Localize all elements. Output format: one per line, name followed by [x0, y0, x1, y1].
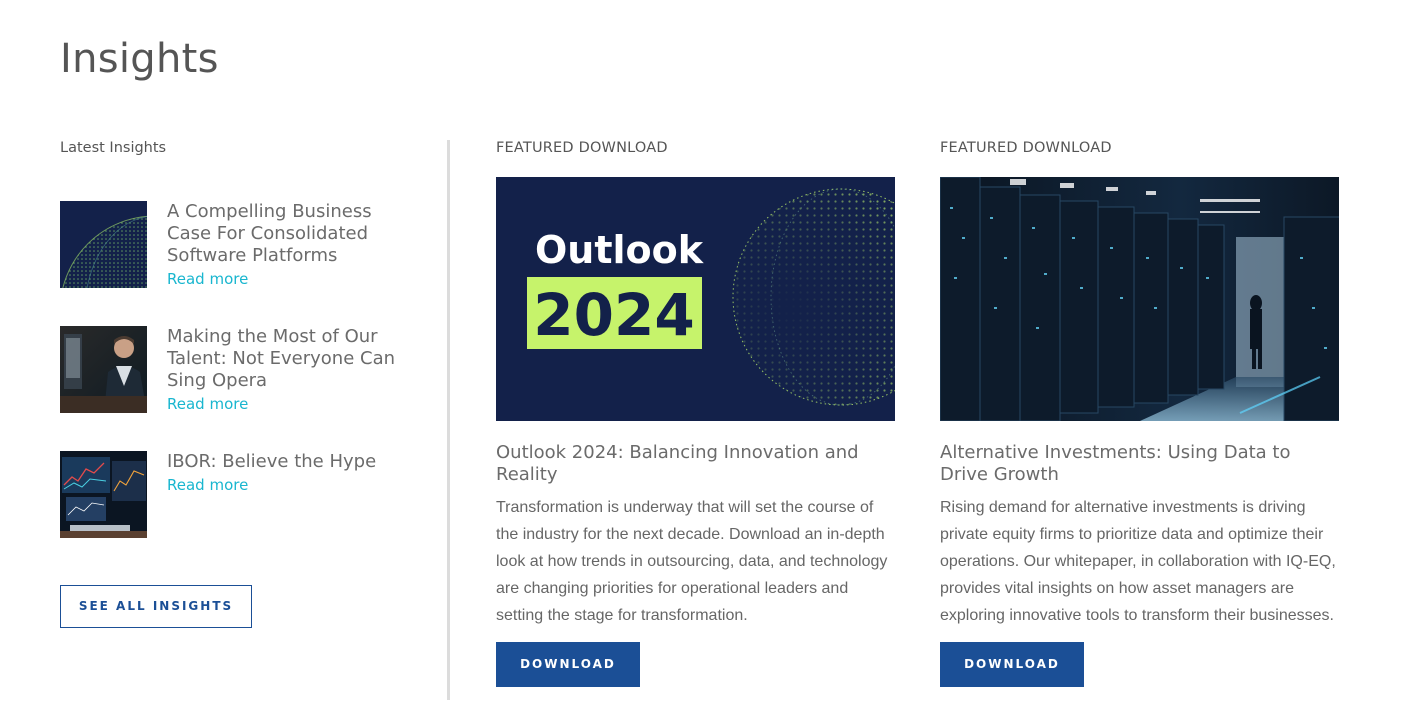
- man-at-desk-thumbnail[interactable]: [60, 326, 147, 413]
- data-center-image[interactable]: [940, 177, 1339, 421]
- insight-title[interactable]: Making the Most of Our Talent: Not Every…: [167, 326, 396, 391]
- column-divider: [447, 140, 450, 700]
- latest-insights-section: Latest Insights A Compelling Business Ca…: [60, 140, 420, 628]
- feature-title[interactable]: Outlook 2024: Balancing Innovation and R…: [496, 442, 859, 485]
- insight-item: IBOR: Believe the Hype Read more: [60, 451, 420, 538]
- download-button[interactable]: DOWNLOAD: [496, 642, 640, 687]
- featured-download-label: FEATURED DOWNLOAD: [496, 140, 668, 156]
- feature-description: Transformation is underway that will set…: [496, 499, 888, 624]
- insight-title[interactable]: IBOR: Believe the Hype: [167, 451, 377, 472]
- read-more-link[interactable]: Read more: [167, 395, 249, 413]
- outlook-word: Outlook: [535, 228, 704, 272]
- outlook-2024-image[interactable]: Outlook 2024: [496, 177, 895, 421]
- featured-download-alternative-investments: FEATURED DOWNLOAD: [940, 140, 1340, 687]
- year-2024: 2024: [533, 281, 694, 349]
- latest-insights-heading: Latest Insights: [60, 140, 167, 156]
- see-all-insights-button[interactable]: SEE ALL INSIGHTS: [60, 585, 252, 628]
- download-button[interactable]: DOWNLOAD: [940, 642, 1084, 687]
- dot-globe-thumbnail[interactable]: [60, 201, 147, 288]
- page-title: Insights: [60, 36, 219, 82]
- read-more-link[interactable]: Read more: [167, 476, 249, 494]
- insight-title[interactable]: A Compelling Business Case For Consolida…: [167, 201, 372, 266]
- read-more-link[interactable]: Read more: [167, 270, 249, 288]
- insight-item: A Compelling Business Case For Consolida…: [60, 201, 420, 288]
- insight-item: Making the Most of Our Talent: Not Every…: [60, 326, 420, 413]
- trading-monitors-thumbnail[interactable]: [60, 451, 147, 538]
- feature-title[interactable]: Alternative Investments: Using Data to D…: [940, 442, 1291, 485]
- featured-download-outlook: FEATURED DOWNLOAD Outlook 2024 Out: [496, 140, 896, 687]
- feature-description: Rising demand for alternative investment…: [940, 499, 1336, 624]
- featured-download-label: FEATURED DOWNLOAD: [940, 140, 1112, 156]
